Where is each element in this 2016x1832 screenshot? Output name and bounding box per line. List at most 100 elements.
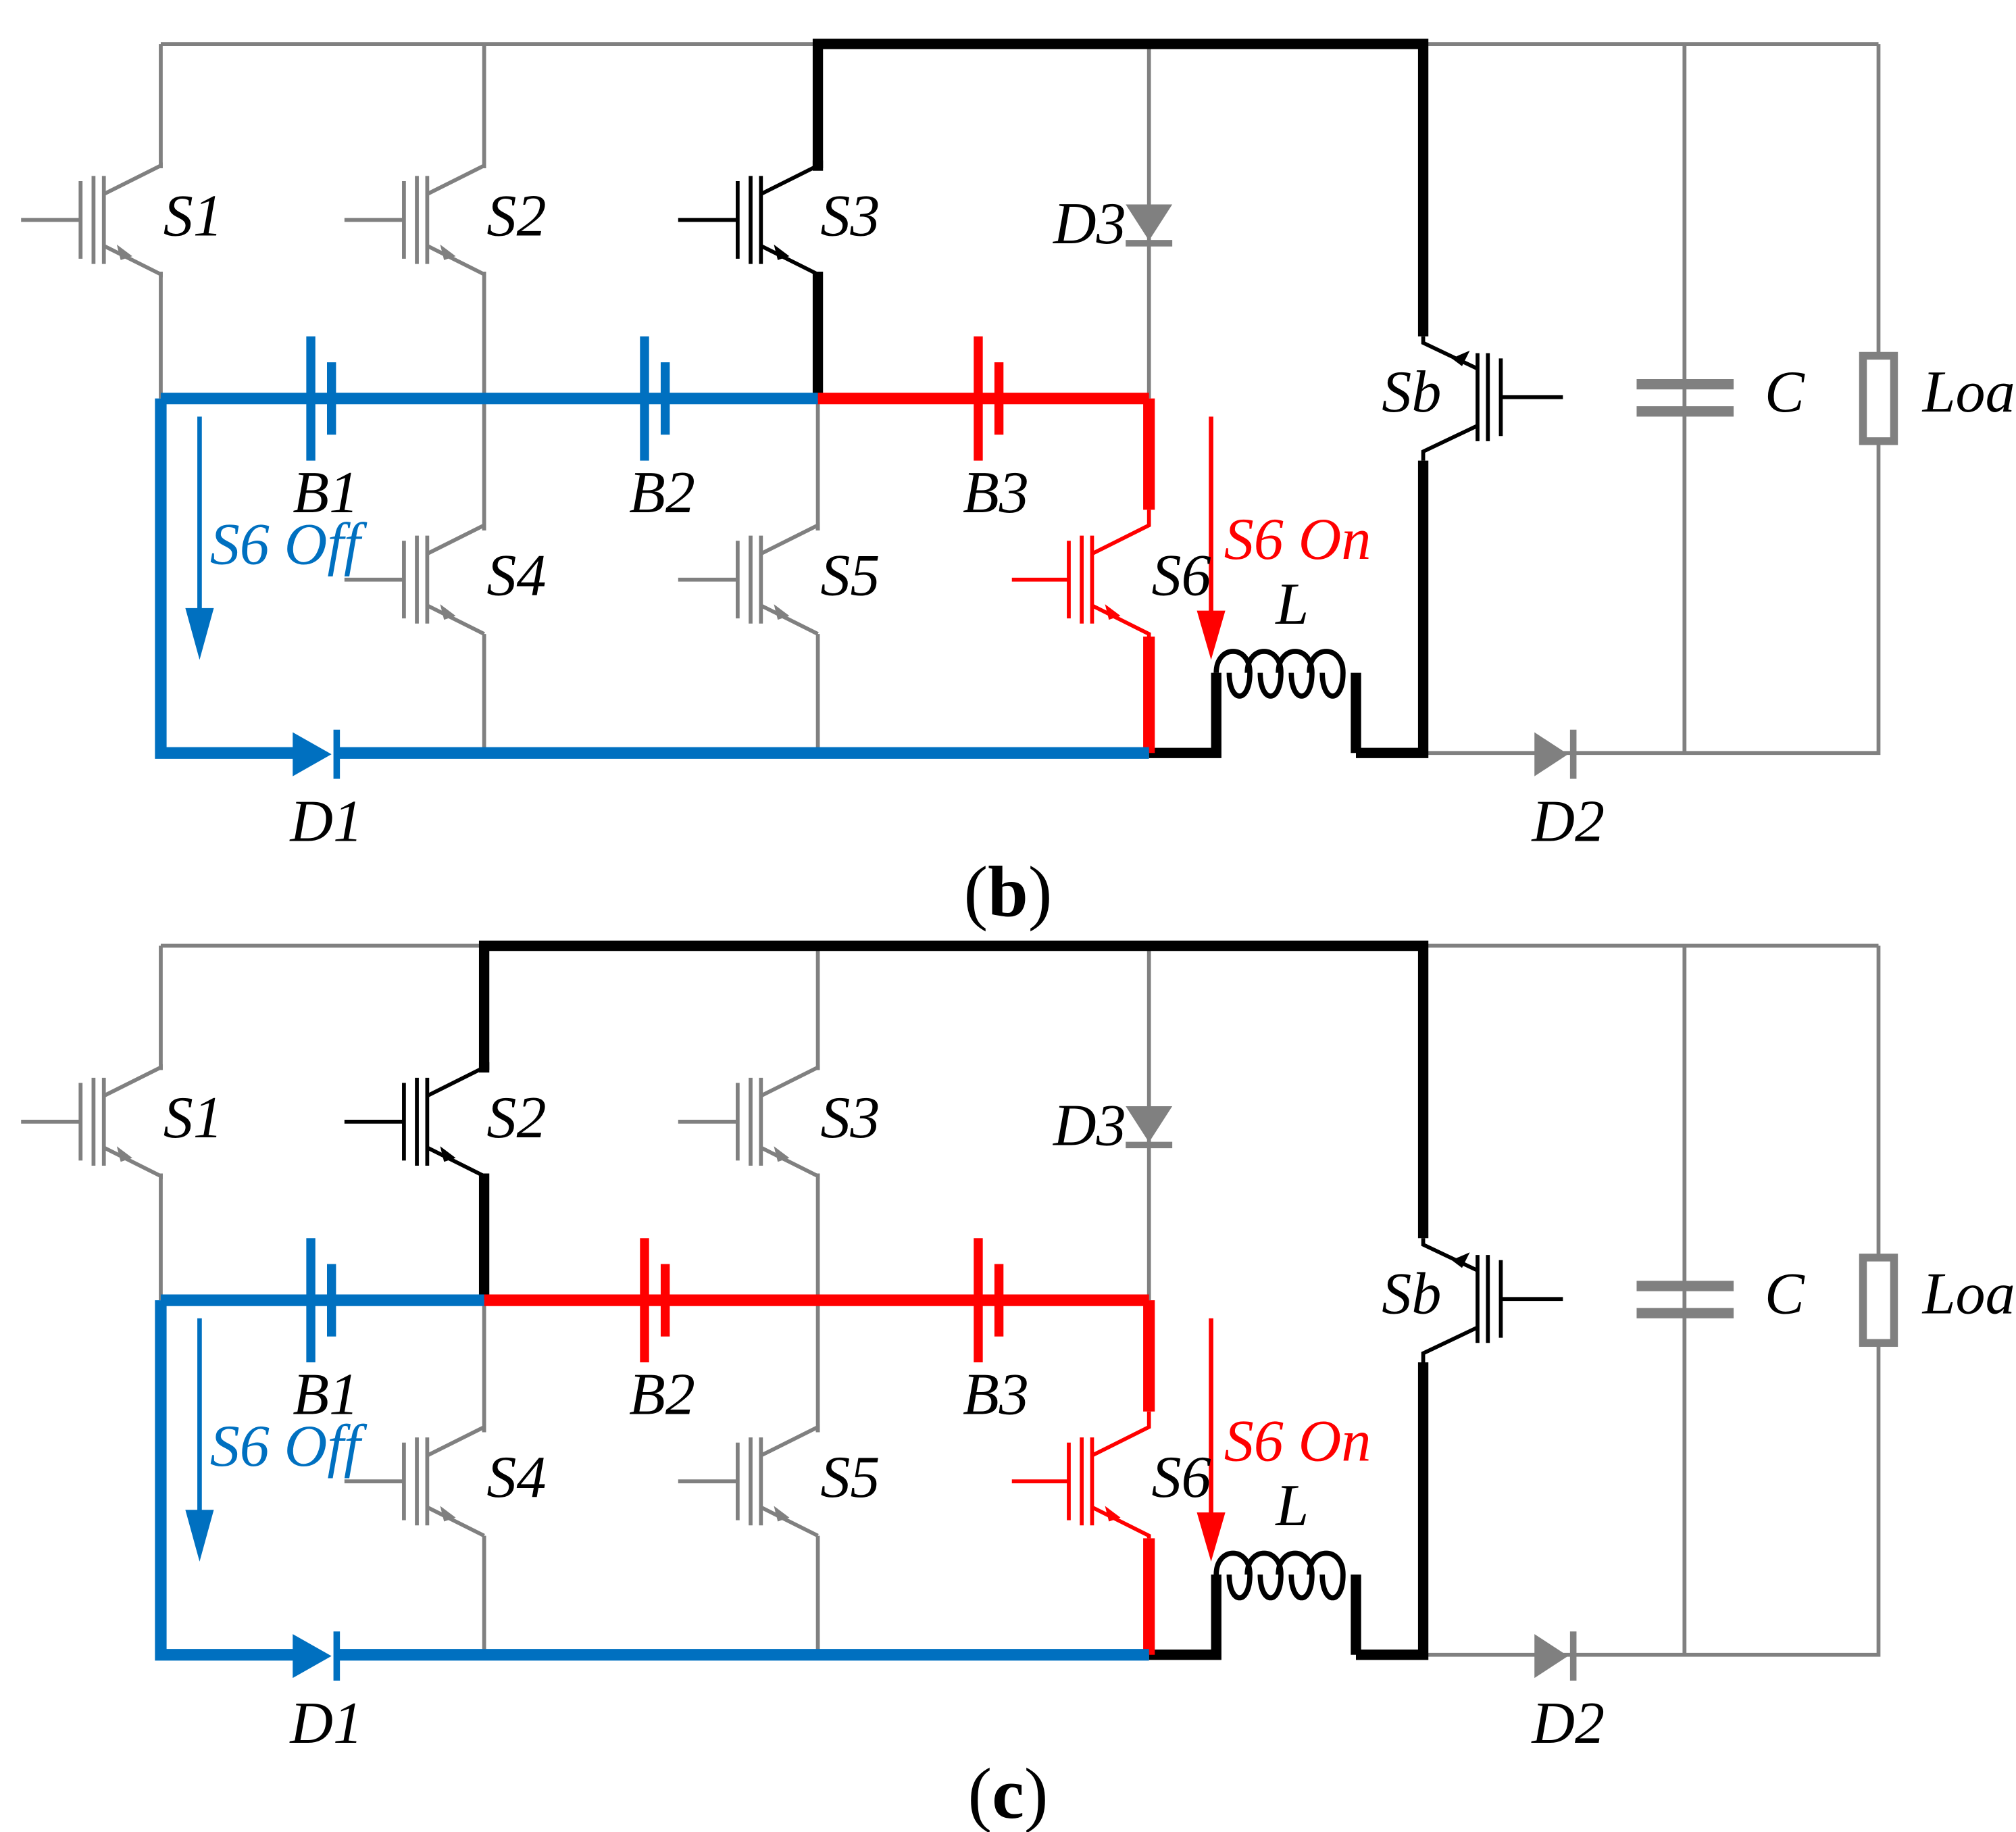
right-rail <box>1423 44 1881 756</box>
load-resistor-icon <box>1859 1254 1898 1347</box>
active-loop-right <box>1356 1362 1429 1660</box>
d1-diode-icon <box>293 1634 332 1679</box>
switch-s1 <box>21 1064 163 1179</box>
switch-s5-arrow-icon <box>774 604 790 620</box>
switch-s1-arrow-icon <box>116 244 132 260</box>
caption-open: ( <box>963 851 988 932</box>
label-s2: S2 <box>486 1085 546 1151</box>
active-loop-top <box>478 940 1429 1239</box>
d3-diode-icon <box>1126 1106 1173 1143</box>
switch-sb-collector <box>1421 424 1479 461</box>
label-s5: S5 <box>820 1445 880 1510</box>
inductor-coil-icon <box>1213 1550 1346 1601</box>
label-s6-on: S6 On <box>1224 1409 1371 1475</box>
inductor-lead-left <box>1149 672 1221 758</box>
label-s2: S2 <box>486 183 546 249</box>
d2-diode-icon <box>1534 732 1568 776</box>
switch-s6-arrow-icon <box>1105 604 1121 620</box>
switch-s5-emitter <box>760 603 819 636</box>
switch-s5-emitter <box>760 1505 819 1538</box>
caption-letter: c <box>992 1754 1024 1832</box>
label-s5: S5 <box>820 543 880 609</box>
switch-s4-collector <box>426 1424 486 1458</box>
panel-c: S1S2S3S4S5S6D3D1D2B1B2B3SbCLoadLS6 OffS6… <box>21 940 2016 1832</box>
switch-s1-arrow-icon <box>116 1146 132 1162</box>
switch-s5 <box>678 522 820 636</box>
switch-s2-collector <box>426 162 486 196</box>
switch-active-upper-emitter <box>426 1145 486 1179</box>
switch-s2-emitter <box>426 244 486 278</box>
active-loop-right <box>1356 460 1429 758</box>
label-b2: B2 <box>629 460 695 526</box>
switch-s1 <box>21 162 163 278</box>
label-l: L <box>1274 572 1309 637</box>
panel-caption: (b) <box>963 851 1052 932</box>
label-s6-on: S6 On <box>1224 507 1371 572</box>
label-d1: D1 <box>289 1691 363 1756</box>
switch-active-upper <box>344 1064 486 1179</box>
battery-b1 <box>306 1238 336 1363</box>
battery-b2 <box>640 336 670 461</box>
inductor-lead-left <box>1149 1575 1221 1660</box>
label-d2: D2 <box>1531 1691 1605 1756</box>
switch-active-upper-emitter <box>760 244 820 278</box>
switch-active-upper-collector <box>426 1064 486 1098</box>
label-s1: S1 <box>163 183 223 249</box>
s6-on-arrow-icon <box>1196 1512 1226 1562</box>
panel-caption: (c) <box>968 1754 1049 1832</box>
right-rail <box>1423 945 1881 1657</box>
switch-s4 <box>344 1424 486 1538</box>
switch-s1-emitter <box>103 1145 163 1179</box>
switch-sb-collector <box>1421 1325 1479 1363</box>
switch-s1-emitter <box>103 244 163 278</box>
switch-s5-collector <box>760 522 820 555</box>
switch-s5-arrow-icon <box>774 1506 790 1522</box>
switch-s4-arrow-icon <box>440 1506 456 1522</box>
label-d3: D3 <box>1053 191 1126 257</box>
battery-b1 <box>306 336 336 461</box>
label-s6-off: S6 Off <box>210 512 368 578</box>
switch-s4-arrow-icon <box>440 604 456 620</box>
label-b2: B2 <box>629 1362 695 1428</box>
label-sb: Sb <box>1382 360 1441 425</box>
label-sb: Sb <box>1382 1261 1441 1327</box>
switch-sb-arrow-icon <box>1451 350 1470 366</box>
label-s6: S6 <box>1152 1445 1211 1510</box>
caption-letter: b <box>988 851 1028 932</box>
label-s1: S1 <box>163 1085 223 1151</box>
switch-s6-emitter <box>1091 603 1151 637</box>
switch-s5 <box>678 1424 820 1538</box>
s6-off-arrow-icon <box>185 1510 214 1562</box>
switch-active-upper <box>678 162 820 278</box>
label-d2: D2 <box>1531 789 1605 854</box>
label-s4: S4 <box>486 1445 546 1510</box>
active-loop-top <box>812 39 1429 337</box>
panel-b: S1S2S3S4S5S6D3D1D2B1B2B3SbCLoadLS6 OffS6… <box>21 39 2016 932</box>
s6-off-arrow-icon <box>185 608 214 660</box>
label-l: L <box>1274 1473 1309 1539</box>
inductor-coil-icon <box>1213 649 1346 699</box>
d1-diode-icon <box>293 732 332 776</box>
d3-diode-icon <box>1126 204 1173 241</box>
label-load: Load <box>1921 360 2016 425</box>
label-s6: S6 <box>1152 543 1211 609</box>
switch-s2-arrow-icon <box>440 244 456 260</box>
switch-s3 <box>678 1064 820 1179</box>
battery-b2 <box>640 1238 670 1363</box>
load-resistor-icon <box>1859 351 1898 445</box>
switch-s6 <box>1011 510 1151 637</box>
inductor-l <box>1149 649 1361 758</box>
label-c: C <box>1765 360 1805 425</box>
switch-active-upper-arrow-icon <box>440 1146 456 1162</box>
switch-s4 <box>344 522 486 636</box>
d2-diode-icon <box>1534 1634 1568 1679</box>
switch-active-upper-collector <box>760 162 820 196</box>
label-d1: D1 <box>289 789 363 854</box>
switch-s3-emitter <box>760 1145 820 1179</box>
switch-sb-arrow-icon <box>1451 1252 1470 1268</box>
label-b3: B3 <box>963 460 1029 526</box>
switch-s3-collector <box>760 1064 820 1098</box>
label-s6-off: S6 Off <box>210 1414 368 1479</box>
switch-s6-collector <box>1091 1411 1151 1458</box>
switch-s3-arrow-icon <box>774 1146 790 1162</box>
